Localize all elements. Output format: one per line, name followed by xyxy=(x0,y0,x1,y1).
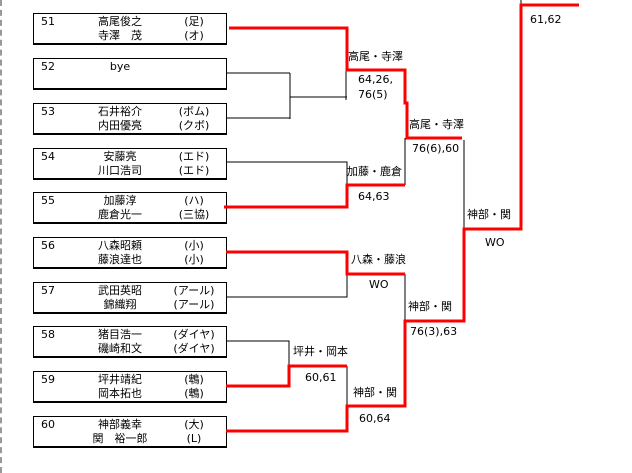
entry-box: 51 高尾俊之寺澤 茂 (足)(オ) xyxy=(33,13,227,45)
entry-box: 58 猪目浩一磯崎和文 (ダイヤ)(ダイヤ) xyxy=(33,326,227,358)
player-affiliation: (足) xyxy=(184,15,204,28)
player-name: 加藤淳 xyxy=(103,194,137,207)
result-winner: 神部・関 xyxy=(408,300,452,313)
player-name: 岡本拓也 xyxy=(98,387,142,400)
player-name: 関 裕一郎 xyxy=(92,432,148,445)
entry-number: 58 xyxy=(41,328,55,341)
entry-box: 54 安藤亮川口浩司 (エド)(エド) xyxy=(33,148,227,180)
player-name: 内田優亮 xyxy=(98,119,142,132)
result-winner: 神部・関 xyxy=(353,386,397,399)
player-affiliation: (エド) xyxy=(178,164,210,177)
player-name: 鹿倉光一 xyxy=(98,208,142,221)
entry-number: 55 xyxy=(41,194,55,207)
player-name: 猪目浩一 xyxy=(98,328,142,341)
bracket-line xyxy=(226,70,347,119)
player-affiliation: (L) xyxy=(186,432,202,445)
result-winner: 坪井・岡本 xyxy=(293,345,348,358)
result-winner: 神部・関 xyxy=(467,208,511,221)
player-affiliation: (小) xyxy=(184,239,204,252)
player-name: 安藤亮 xyxy=(103,150,137,163)
entry-box: 56 八森昭頼藤浪達也 (小)(小) xyxy=(33,237,227,269)
entry-number: 60 xyxy=(41,418,55,431)
result-winner: 加藤・鹿倉 xyxy=(347,165,402,178)
result-score: 60,61 xyxy=(305,371,337,384)
entry-number: 57 xyxy=(41,284,55,297)
entry-number: 51 xyxy=(41,15,55,28)
entry-box: 57 武田英昭錦織翔 (アール)(アール) xyxy=(33,282,227,314)
player-affiliation: (オ) xyxy=(184,29,204,42)
result-winner: 高尾・寺澤 xyxy=(409,118,464,131)
winner-line xyxy=(224,183,405,209)
player-name: 川口浩司 xyxy=(98,164,142,177)
player-name: 磯崎和文 xyxy=(98,342,142,355)
entry-box: 52 bye xyxy=(33,58,227,90)
player-name: 石井裕介 xyxy=(98,105,142,118)
player-affiliation: (アール) xyxy=(173,298,215,311)
result-score: WO xyxy=(369,278,389,291)
player-name: bye xyxy=(109,60,131,73)
result-winner: 高尾・寺澤 xyxy=(348,50,403,63)
player-affiliation: (クボ) xyxy=(178,119,210,132)
bracket-line xyxy=(226,340,290,366)
player-affiliation: (ダイヤ) xyxy=(173,342,215,355)
winner-line xyxy=(226,250,405,276)
player-affiliation: (鵯) xyxy=(184,387,204,400)
entry-number: 54 xyxy=(41,150,55,163)
entry-number: 59 xyxy=(41,373,55,386)
bracket-line xyxy=(226,161,348,185)
player-name: 藤浪達也 xyxy=(98,253,142,266)
result-score: 76(5) xyxy=(358,88,388,101)
player-affiliation: (エド) xyxy=(178,150,210,163)
player-affiliation: (ボム) xyxy=(178,105,210,118)
result-score: 61,62 xyxy=(530,13,562,26)
player-name: 錦織翔 xyxy=(103,298,137,311)
player-affiliation: (アール) xyxy=(173,284,215,297)
player-affiliation: (ハ) xyxy=(184,194,204,207)
player-name: 神部義幸 xyxy=(98,418,142,431)
entry-number: 56 xyxy=(41,239,55,252)
bracket-line xyxy=(226,274,348,298)
winner-line xyxy=(226,364,347,388)
entry-box: 53 石井裕介内田優亮 (ボム)(クボ) xyxy=(33,103,227,135)
result-score: 76(3),63 xyxy=(410,325,458,338)
player-affiliation: (鵯) xyxy=(184,373,204,386)
player-affiliation: (ダイヤ) xyxy=(173,328,215,341)
player-name: 寺澤 茂 xyxy=(98,29,142,42)
result-score: 60,64 xyxy=(359,412,391,425)
entry-number: 52 xyxy=(41,60,55,73)
entry-number: 53 xyxy=(41,105,55,118)
player-affiliation: (三協) xyxy=(178,208,210,221)
result-score: 64,63 xyxy=(358,190,390,203)
result-score: 64,26, xyxy=(358,73,393,86)
entry-box: 59 坪井靖紀岡本拓也 (鵯)(鵯) xyxy=(33,371,227,403)
result-score: WO xyxy=(485,236,505,249)
result-winner: 八森・藤浪 xyxy=(351,253,406,266)
player-affiliation: (大) xyxy=(184,418,204,431)
player-name: 八森昭頼 xyxy=(98,239,142,252)
entry-box: 55 加藤淳鹿倉光一 (ハ)(三協) xyxy=(33,192,227,224)
player-name: 坪井靖紀 xyxy=(98,373,142,386)
player-affiliation: (小) xyxy=(184,253,204,266)
winner-line xyxy=(229,26,462,140)
winner-line xyxy=(226,3,579,433)
player-name: 高尾俊之 xyxy=(98,15,142,28)
player-name: 武田英昭 xyxy=(98,284,142,297)
result-score: 76(6),60 xyxy=(412,142,460,155)
entry-box: 60 神部義幸関 裕一郎 (大)(L) xyxy=(33,416,227,448)
